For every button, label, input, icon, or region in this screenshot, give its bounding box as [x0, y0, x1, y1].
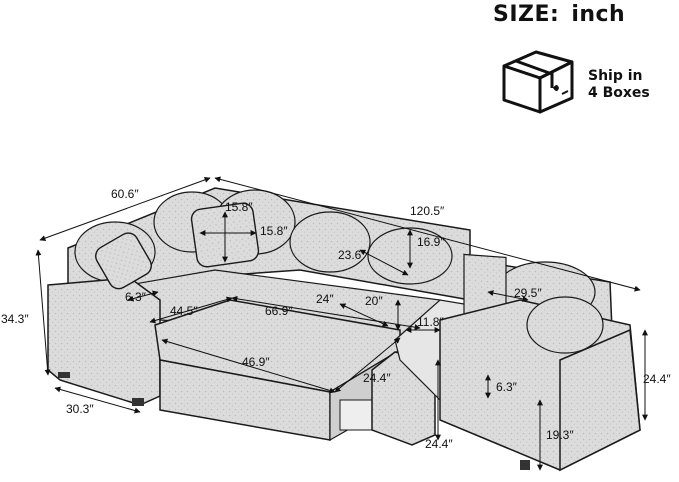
size-heading: SIZE: inch — [493, 2, 625, 27]
dim-height-right: 24.4″ — [643, 372, 671, 386]
shipping-line-1: Ship in — [588, 68, 643, 84]
dim-seat-length: 66.9″ — [265, 304, 293, 318]
shipping-line-2: 4 Boxes — [588, 85, 650, 101]
dim-seat-width: 20″ — [365, 294, 383, 308]
dim-seat-height-right: 19.3″ — [546, 428, 574, 442]
dim-table-width: 11.8″ — [417, 315, 444, 329]
dim-right-depth: 29.5″ — [514, 286, 542, 300]
shipping-note: Ship in 4 Boxes — [588, 68, 650, 102]
dim-ottoman-height: 24.4″ — [425, 437, 453, 451]
dim-chaise-seat-depth: 44.5″ — [170, 304, 198, 318]
dim-depth-left: 60.6″ — [111, 187, 139, 201]
dim-length-total: 120.5″ — [410, 204, 445, 218]
dim-pillow-width: 15.8″ — [260, 224, 288, 238]
dim-base-width-left: 30.3″ — [66, 402, 94, 416]
size-label: SIZE: — [493, 2, 560, 27]
dim-pillow-height: 15.8″ — [225, 200, 253, 214]
dim-arm-height-right: 6.3″ — [496, 380, 517, 394]
dim-table-height: 24.4″ — [363, 371, 391, 385]
dim-height-left: 34.3″ — [1, 312, 29, 326]
unit-label: inch — [571, 2, 626, 27]
dim-bed-length: 46.9″ — [242, 355, 270, 369]
dim-back-cushion-width: 23.6″ — [338, 248, 366, 262]
dim-back-cushion-height: 16.9″ — [417, 235, 445, 249]
back-cushion — [289, 211, 371, 273]
dim-arm-width-left: 6.3″ — [125, 290, 146, 304]
dim-seat-depth: 24″ — [316, 292, 334, 306]
box-icon — [502, 50, 574, 114]
